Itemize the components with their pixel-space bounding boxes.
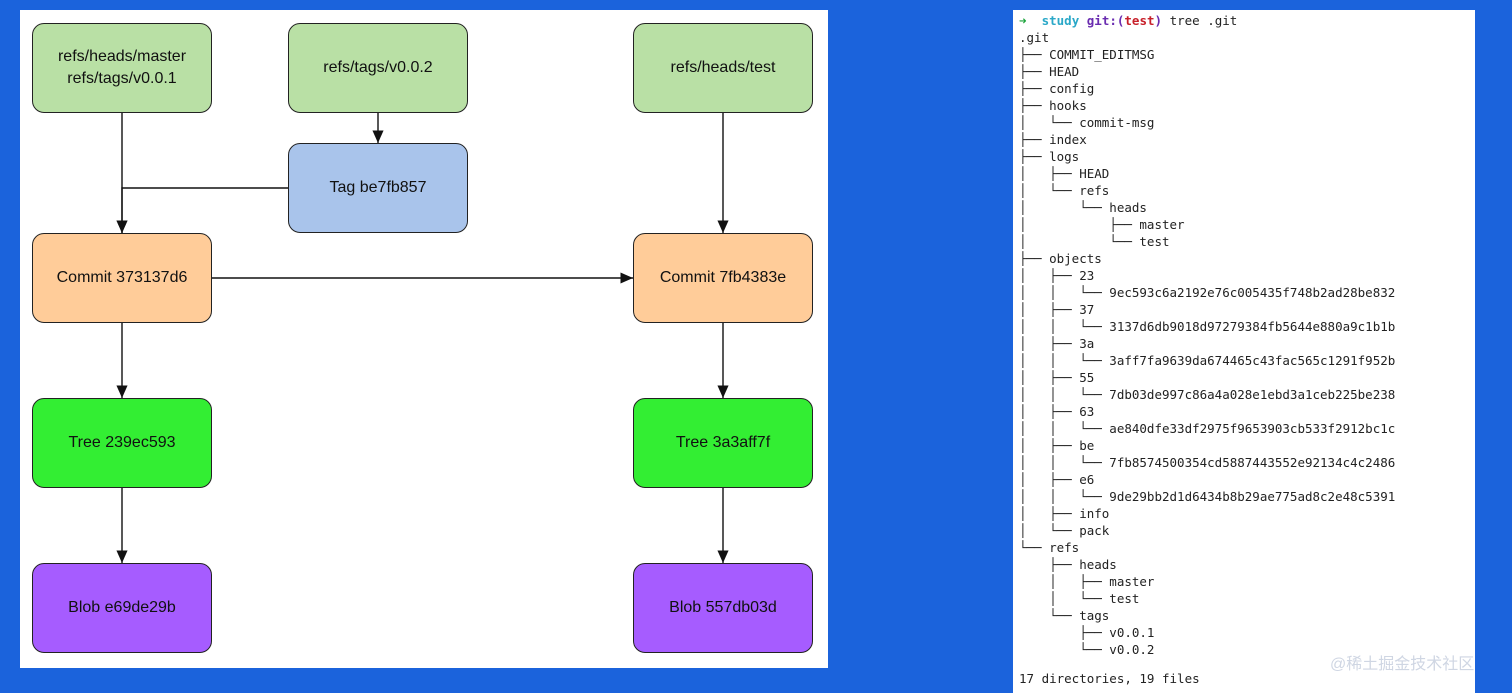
node-label: refs/heads/master bbox=[57, 48, 187, 65]
tree-line: │ ├── be bbox=[1019, 438, 1095, 453]
node-label: Tag be7fb857 bbox=[329, 179, 427, 196]
tree-line: │ └── test bbox=[1019, 234, 1170, 249]
tree-line: │ ├── info bbox=[1019, 506, 1110, 521]
node-label: refs/tags/v0.0.1 bbox=[67, 70, 177, 87]
node-commit2: Commit 7fb4383e bbox=[633, 233, 813, 323]
tree-line: │ │ └── 9ec593c6a2192e76c005435f748b2ad2… bbox=[1019, 285, 1396, 300]
tree-line: ├── index bbox=[1019, 132, 1087, 147]
tree-line: ├── hooks bbox=[1019, 98, 1087, 113]
prompt-command: tree .git bbox=[1169, 13, 1238, 28]
terminal-window: ➜ study git:(test) tree .git .git ├── COM… bbox=[1013, 10, 1475, 693]
tree-line: ├── v0.0.1 bbox=[1019, 625, 1155, 640]
tree-line: │ ├── 37 bbox=[1019, 302, 1095, 317]
node-label: Blob 557db03d bbox=[669, 599, 777, 616]
tree-line: │ ├── HEAD bbox=[1019, 166, 1110, 181]
tree-line: └── tags bbox=[1019, 608, 1110, 623]
tree-line: .git bbox=[1019, 30, 1050, 45]
tree-line: │ │ └── 9de29bb2d1d6434b8b29ae775ad8c2e4… bbox=[1019, 489, 1396, 504]
prompt-git-close: ) bbox=[1154, 13, 1163, 28]
watermark: @稀土掘金技术社区 bbox=[1330, 656, 1475, 673]
node-commit1: Commit 373137d6 bbox=[32, 233, 212, 323]
tree-line: │ └── pack bbox=[1019, 523, 1110, 538]
tree-line: │ ├── master bbox=[1019, 574, 1155, 589]
tree-line: │ ├── 55 bbox=[1019, 370, 1095, 385]
node-label: Commit 7fb4383e bbox=[659, 269, 787, 286]
tree-line: │ │ └── 3aff7fa9639da674465c43fac565c129… bbox=[1019, 353, 1396, 368]
node-ref-test: refs/heads/test bbox=[633, 23, 813, 113]
prompt-dir: study bbox=[1041, 13, 1080, 28]
tree-line: └── v0.0.2 bbox=[1019, 642, 1155, 657]
edge-tag-to-commit1 bbox=[116, 187, 288, 233]
node-blob1: Blob e69de29b bbox=[32, 563, 212, 653]
tree-line: │ │ └── 7db03de997c86a4a028e1ebd3a1ceb22… bbox=[1019, 387, 1396, 402]
node-label: refs/tags/v0.0.2 bbox=[323, 59, 433, 76]
tree-line: │ │ └── 7fb8574500354cd5887443552e92134c… bbox=[1019, 455, 1396, 470]
node-label: Tree 239ec593 bbox=[68, 434, 176, 451]
node-ref-tag2: refs/tags/v0.0.2 bbox=[288, 23, 468, 113]
tree-line: │ └── heads bbox=[1019, 200, 1147, 215]
node-ref-master: refs/heads/master refs/tags/v0.0.1 bbox=[32, 23, 212, 113]
tree-line: └── refs bbox=[1019, 540, 1080, 555]
tree-line: │ ├── 63 bbox=[1019, 404, 1095, 419]
node-label: Blob e69de29b bbox=[68, 599, 176, 616]
tree-line: ├── HEAD bbox=[1019, 64, 1080, 79]
node-tree2: Tree 3a3aff7f bbox=[633, 398, 813, 488]
prompt-branch: test bbox=[1124, 13, 1155, 28]
node-label: Commit 373137d6 bbox=[56, 269, 188, 286]
node-label: refs/heads/test bbox=[670, 59, 776, 76]
tree-line: │ │ └── 3137d6db9018d97279384fb5644e880a… bbox=[1019, 319, 1396, 334]
tree-line: │ └── test bbox=[1019, 591, 1140, 606]
tree-line: │ ├── 23 bbox=[1019, 268, 1095, 283]
terminal-summary: 17 directories, 19 files bbox=[1019, 671, 1200, 686]
diagram-edges bbox=[116, 113, 729, 563]
prompt-git: git:( bbox=[1086, 13, 1125, 28]
tree-line: ├── heads bbox=[1019, 557, 1117, 572]
node-tree1: Tree 239ec593 bbox=[32, 398, 212, 488]
tree-line: │ ├── e6 bbox=[1019, 472, 1095, 487]
tree-line: ├── logs bbox=[1019, 149, 1080, 164]
tree-line: ├── COMMIT_EDITMSG bbox=[1019, 47, 1155, 62]
node-label: Tree 3a3aff7f bbox=[675, 434, 771, 451]
tree-line: │ │ └── ae840dfe33df2975f9653903cb533f29… bbox=[1019, 421, 1396, 436]
tree-line: │ ├── master bbox=[1019, 217, 1185, 232]
tree-line: │ └── refs bbox=[1019, 183, 1110, 198]
tree-line: │ └── commit-msg bbox=[1019, 115, 1155, 130]
prompt-arrow-icon: ➜ bbox=[1019, 13, 1027, 28]
tree-line: ├── config bbox=[1019, 81, 1095, 96]
tree-line: ├── objects bbox=[1019, 251, 1102, 266]
node-tag: Tag be7fb857 bbox=[288, 143, 468, 233]
terminal-prompt: ➜ study git:(test) tree .git bbox=[1019, 12, 1237, 29]
git-object-diagram: refs/heads/master refs/tags/v0.0.1 refs/ta… bbox=[20, 10, 828, 668]
node-blob2: Blob 557db03d bbox=[633, 563, 813, 653]
tree-line: │ ├── 3a bbox=[1019, 336, 1095, 351]
